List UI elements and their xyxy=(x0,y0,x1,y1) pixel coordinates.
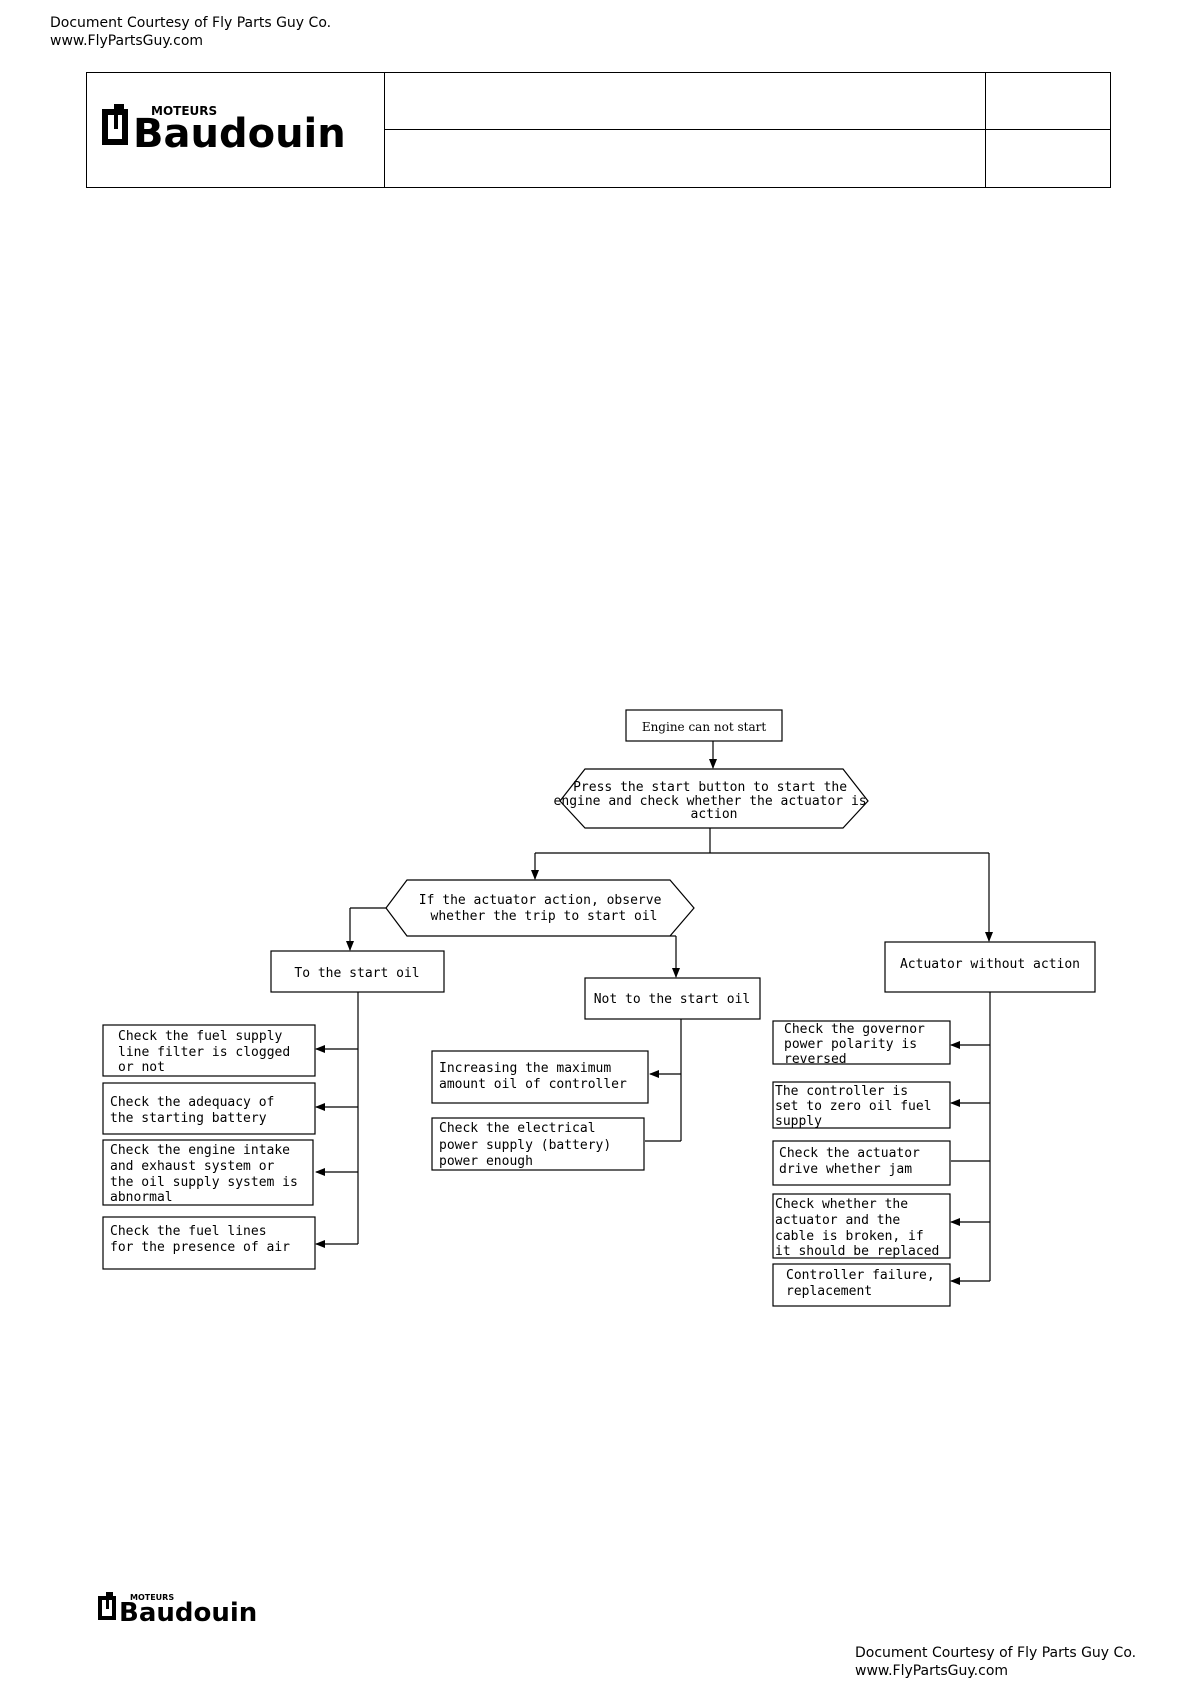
footer-logo-moteurs: MOTEURS xyxy=(130,1593,174,1602)
check-intake-exhaust-box xyxy=(102,1139,314,1206)
decision-start-oil-label: If the actuator action, observe whether … xyxy=(419,893,669,924)
increase-max-oil-box xyxy=(431,1050,649,1104)
courtesy-text: Document Courtesy of Fly Parts Guy Co. xyxy=(855,1645,1137,1661)
check-fuel-lines-box xyxy=(102,1216,316,1270)
courtesy-footer: Document Courtesy of Fly Parts Guy Co. w… xyxy=(855,1644,1136,1680)
logo-brand: Baudouin xyxy=(133,111,346,153)
to-start-oil-box xyxy=(270,950,445,993)
header-subtitle-cell xyxy=(385,130,986,187)
check-actuator-cable-box xyxy=(772,1193,951,1259)
document-header-table: MOTEURS Baudouin xyxy=(86,72,1111,188)
courtesy-url: www.FlyPartsGuy.com xyxy=(855,1663,1009,1679)
check-power-supply-label: Check the electrical power supply (batte… xyxy=(439,1121,619,1169)
controller-failure-box xyxy=(772,1263,951,1307)
decision-actuator-box xyxy=(559,768,869,829)
baudouin-logo-footer: MOTEURS Baudouin xyxy=(98,1592,257,1624)
courtesy-text: Document Courtesy of Fly Parts Guy Co. xyxy=(50,15,332,31)
check-actuator-jam-label: Check the actuator drive whether jam xyxy=(779,1146,928,1177)
decision-actuator-label: Press the start button to start the engi… xyxy=(554,780,875,822)
not-start-oil-box xyxy=(584,977,761,1020)
start-label: Engine can not start xyxy=(642,720,767,734)
courtesy-header: Document Courtesy of Fly Parts Guy Co. w… xyxy=(50,14,331,50)
check-governor-polarity-label: Check the governor power polarity is rev… xyxy=(784,1022,933,1067)
footer-logo-brand: Baudouin xyxy=(119,1598,257,1624)
controller-zero-fuel-box xyxy=(772,1081,951,1129)
logo-moteurs: MOTEURS xyxy=(151,104,217,118)
check-intake-exhaust-label: Check the engine intake and exhaust syst… xyxy=(110,1143,306,1205)
check-fuel-lines-label: Check the fuel lines for the presence of… xyxy=(110,1224,290,1255)
controller-failure-label: Controller failure, replacement xyxy=(786,1268,943,1299)
not-start-oil-label: Not to the start oil xyxy=(594,992,751,1007)
courtesy-url: www.FlyPartsGuy.com xyxy=(50,33,204,49)
baudouin-logo: MOTEURS Baudouin xyxy=(102,104,346,153)
check-fuel-filter-box xyxy=(102,1024,316,1077)
check-actuator-jam-box xyxy=(772,1140,951,1186)
check-battery-label: Check the adequacy of the starting batte… xyxy=(110,1095,282,1126)
decision-start-oil-box xyxy=(385,879,695,937)
start-box xyxy=(625,709,783,742)
controller-zero-fuel-label: The controller is set to zero oil fuel s… xyxy=(775,1084,939,1129)
header-logo-cell: MOTEURS Baudouin xyxy=(87,73,385,187)
header-title-cell xyxy=(385,73,986,130)
check-fuel-filter-label: Check the fuel supply line filter is clo… xyxy=(118,1029,298,1075)
check-governor-polarity-box xyxy=(772,1020,951,1065)
increase-max-oil-label: Increasing the maximum amount oil of con… xyxy=(439,1061,627,1092)
check-battery-box xyxy=(102,1082,316,1135)
header-ref-cell xyxy=(986,73,1110,130)
actuator-without-action-label: Actuator without action xyxy=(900,957,1080,972)
to-start-oil-label: To the start oil xyxy=(294,966,419,981)
check-actuator-cable-label: Check whether the actuator and the cable… xyxy=(775,1197,939,1259)
check-power-supply-box xyxy=(431,1117,645,1171)
